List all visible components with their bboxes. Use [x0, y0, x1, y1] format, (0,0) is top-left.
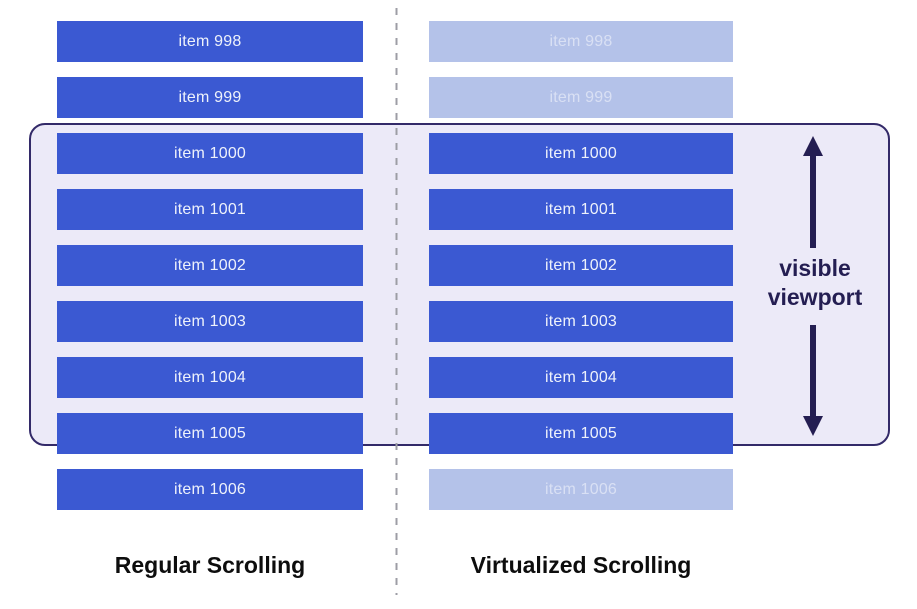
list-item: item 1005: [429, 413, 733, 454]
list-item: item 1005: [57, 413, 363, 454]
list-item: item 1000: [429, 133, 733, 174]
list-item: item 1002: [57, 245, 363, 286]
list-item: item 998: [429, 21, 733, 62]
list-item: item 1002: [429, 245, 733, 286]
list-item: item 998: [57, 21, 363, 62]
list-item: item 1003: [429, 301, 733, 342]
list-item: item 1004: [57, 357, 363, 398]
list-item: item 1001: [429, 189, 733, 230]
column-virtualized-scrolling: item 998 item 999 item 1000 item 1001 item 1…: [429, 21, 733, 510]
viewport-label: visible viewport: [767, 255, 863, 310]
list-item: item 1003: [57, 301, 363, 342]
column-regular-scrolling: item 998 item 999 item 1000 item 1001 item 1…: [57, 21, 363, 510]
list-item: item 999: [429, 77, 733, 118]
caption-regular-scrolling: Regular Scrolling: [114, 552, 306, 578]
list-item: item 1001: [57, 189, 363, 230]
list-item: item 1004: [429, 357, 733, 398]
list-item: item 1006: [57, 469, 363, 510]
list-item: item 1000: [57, 133, 363, 174]
list-item: item 999: [57, 77, 363, 118]
caption-virtualized-scrolling: Virtualized Scrolling: [470, 552, 692, 578]
list-item: item 1006: [429, 469, 733, 510]
